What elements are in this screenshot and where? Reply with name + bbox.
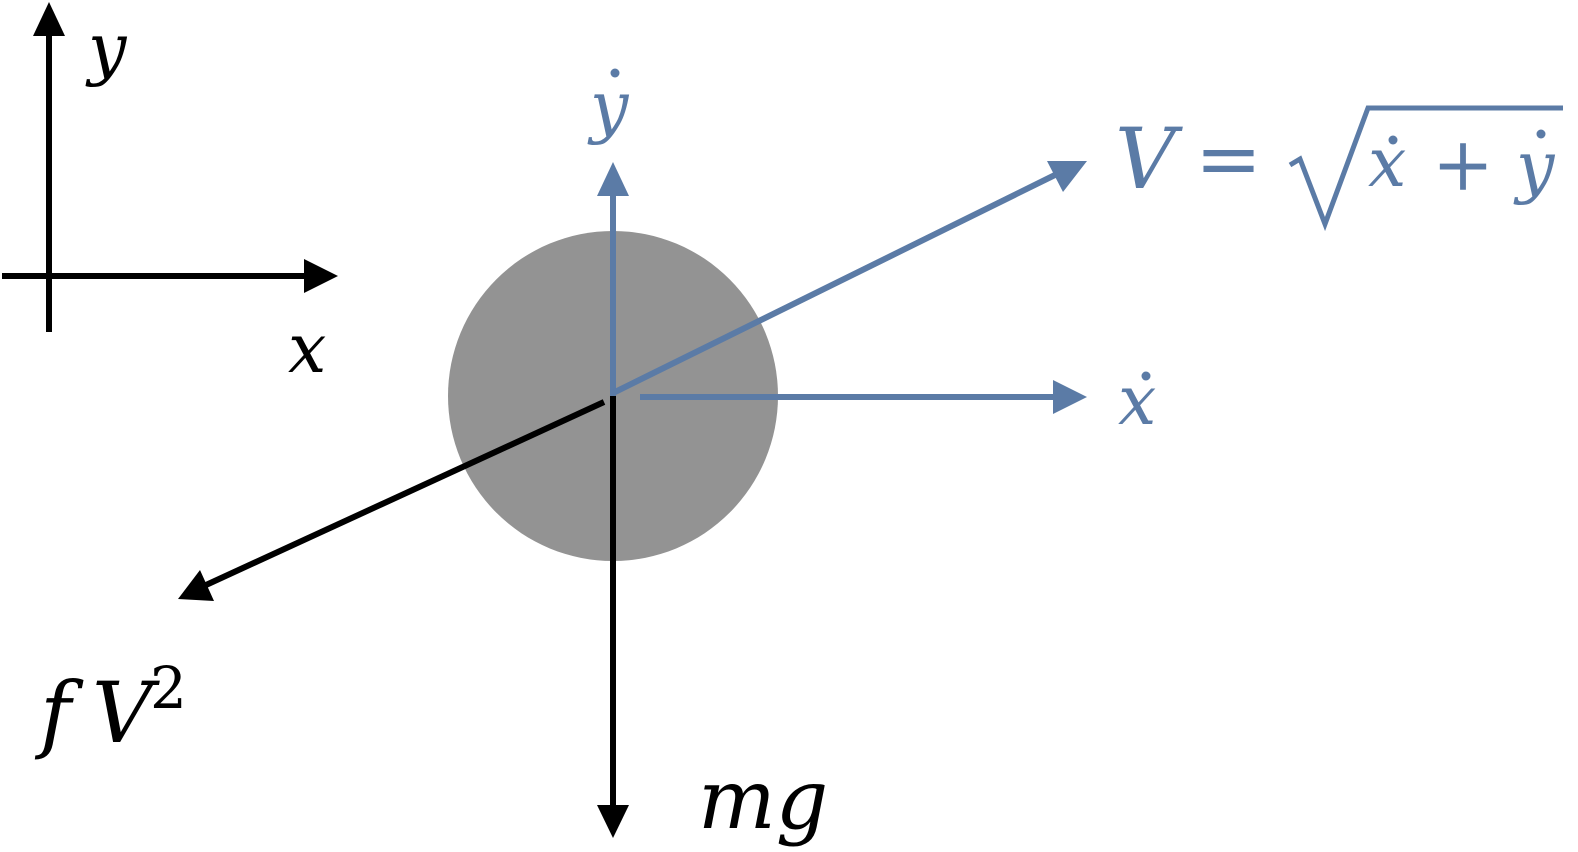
x-dot-arrowhead	[1053, 380, 1087, 414]
formula-x-dot	[1388, 135, 1398, 145]
drag-arrowhead	[178, 570, 214, 601]
velocity-vectors	[597, 161, 1087, 414]
y-dot-label-dot	[610, 68, 620, 78]
drag-V: V	[92, 664, 160, 762]
velocity-vector-line	[611, 170, 1061, 396]
drag-exponent: 2	[150, 654, 187, 722]
x-dot-label-letter: x	[1118, 362, 1156, 441]
formula-y-dot	[1536, 129, 1546, 139]
gravity-label: mg	[698, 753, 828, 848]
plus-sign: +	[1432, 122, 1494, 208]
coordinate-frame: y x	[2, 2, 338, 389]
velocity-arrowhead	[1047, 161, 1087, 192]
formula-x: x	[1368, 124, 1406, 203]
square-root-sign	[1288, 105, 1563, 232]
equals-sign: =	[1195, 112, 1262, 205]
y-axis-arrowhead	[33, 2, 65, 36]
drag-vector-line	[204, 399, 606, 588]
y-axis-label: y	[85, 10, 128, 89]
drag-f: f	[34, 664, 84, 762]
drag-force-label: f V 2	[34, 654, 187, 762]
x-axis-label: x	[288, 310, 326, 389]
x-dot-label-dot	[1141, 371, 1151, 381]
x-axis-arrowhead	[304, 259, 338, 293]
y-dot-arrowhead	[597, 162, 629, 196]
gravity-arrowhead	[597, 805, 629, 838]
x-dot-label: x	[1118, 362, 1156, 441]
force-vectors	[178, 396, 629, 838]
y-dot-label-letter: y	[587, 68, 630, 147]
y-dot-label: y	[587, 68, 630, 147]
velocity-formula: V = x + y	[1115, 105, 1563, 232]
formula-y: y	[1513, 128, 1556, 207]
velocity-symbol: V	[1115, 110, 1183, 208]
